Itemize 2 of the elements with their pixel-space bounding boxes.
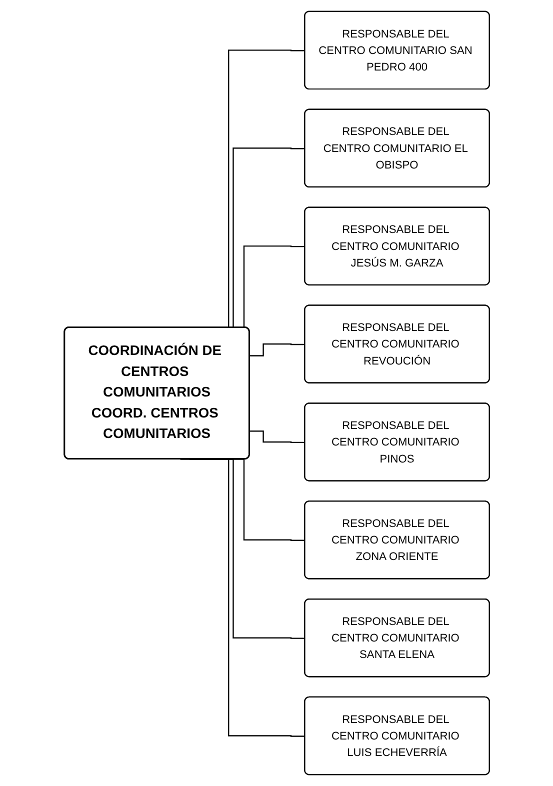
connector <box>249 430 305 444</box>
connector <box>249 343 305 356</box>
